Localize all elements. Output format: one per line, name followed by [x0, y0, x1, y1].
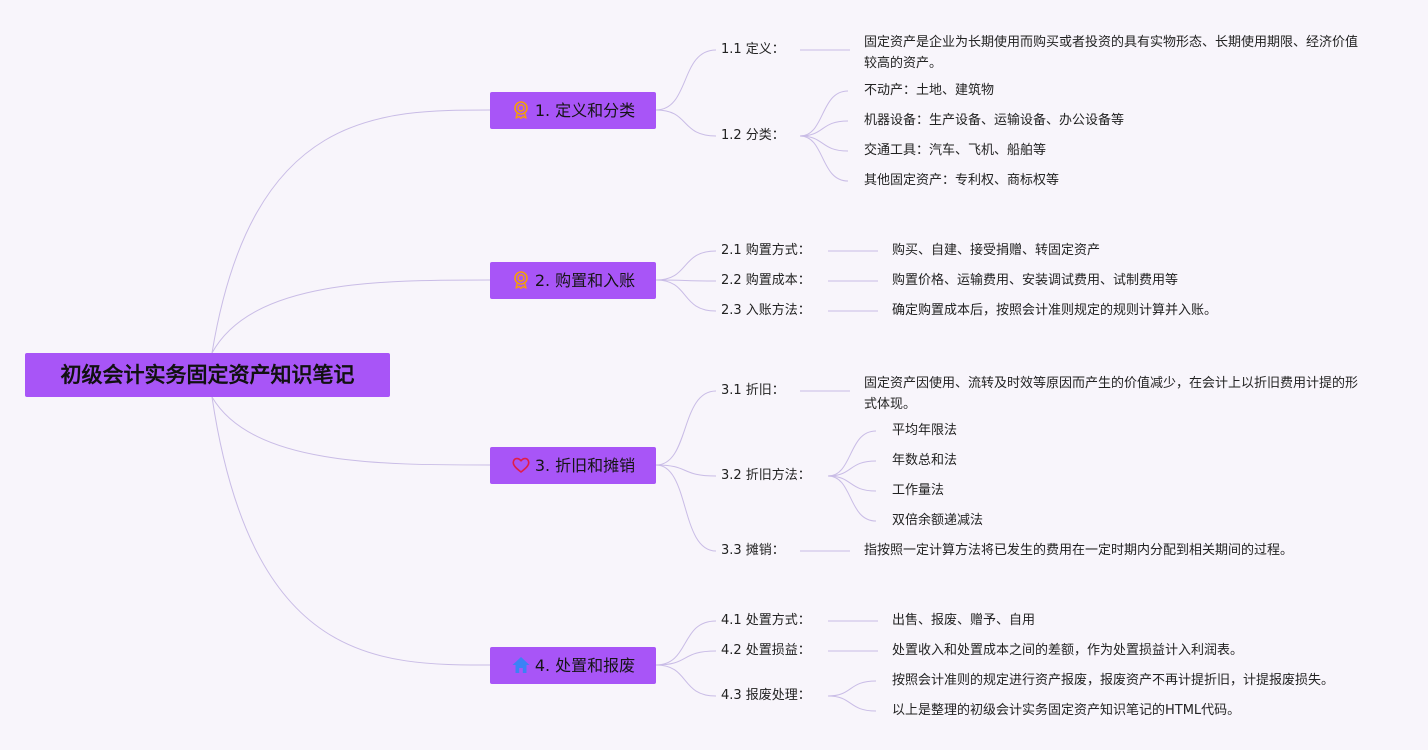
- leaf-note: 以上是整理的初级会计实务固定资产知识笔记的HTML代码。: [892, 703, 1241, 718]
- branch-to-subtopic-link: [655, 620, 717, 666]
- leaf-note: 机器设备：生产设备、运输设备、办公设备等: [864, 113, 1125, 128]
- subtopic-to-leaf-link: [827, 475, 877, 522]
- branch-to-subtopic-link: [655, 390, 717, 466]
- root-to-branch-link: [211, 396, 491, 466]
- subtopic-to-leaf-link: [827, 680, 877, 697]
- subtopic-to-leaf-link: [799, 135, 849, 182]
- leaf-note: 其他固定资产：专利权、商标权等: [864, 173, 1060, 188]
- leaf-note: 按照会计准则的规定进行资产报废，报废资产不再计提折旧，计提报废损失。: [892, 673, 1335, 688]
- leaf-note: 购买、自建、接受捐赠、转固定资产: [892, 243, 1101, 258]
- root-to-branch-link: [211, 396, 491, 666]
- root-to-branch-link: [211, 279, 491, 354]
- leaf-note: 不动产：土地、建筑物: [864, 83, 995, 98]
- subtopic-to-leaf-link: [827, 460, 877, 477]
- subtopic-to-leaf-link: [799, 135, 849, 152]
- subtopic-4-1[interactable]: 4.1 处置方式：: [721, 613, 811, 628]
- house-icon: [511, 655, 531, 675]
- leaf-note: 确定购置成本后，按照会计准则规定的规则计算并入账。: [892, 303, 1218, 318]
- subtopic-2-1[interactable]: 2.1 购置方式：: [721, 243, 811, 258]
- leaf-note: 交通工具：汽车、飞机、船舶等: [864, 143, 1047, 158]
- leaf-note: 购置价格、运输费用、安装调试费用、试制费用等: [892, 273, 1179, 288]
- subtopic-2-2[interactable]: 2.2 购置成本：: [721, 273, 811, 288]
- branch-to-subtopic-link: [655, 279, 717, 312]
- subtopic-4-3[interactable]: 4.3 报废处理：: [721, 688, 811, 703]
- branch-label: 1. 定义和分类: [534, 101, 636, 120]
- subtopic-to-leaf-link: [827, 475, 877, 492]
- branch-label: 3. 折旧和摊销: [534, 456, 636, 475]
- branch-label: 4. 处置和报废: [534, 656, 636, 675]
- leaf-note: 固定资产因使用、流转及时效等原因而产生的价值减少，在会计上以折旧费用计提的形式体…: [864, 376, 1359, 412]
- subtopic-1-1[interactable]: 1.1 定义：: [721, 42, 785, 57]
- subtopic-4-2[interactable]: 4.2 处置损益：: [721, 643, 811, 658]
- subtopic-to-leaf-link: [799, 90, 849, 137]
- branch-topic-1[interactable]: 1. 定义和分类: [490, 92, 656, 129]
- branch-to-subtopic-link: [655, 279, 717, 282]
- branch-topic-2[interactable]: 2. 购置和入账: [490, 262, 656, 299]
- subtopic-3-1[interactable]: 3.1 折旧：: [721, 383, 785, 398]
- root-to-branch-link: [211, 109, 491, 354]
- branch-topic-3[interactable]: 3. 折旧和摊销: [490, 447, 656, 484]
- branch-to-subtopic-link: [655, 464, 717, 552]
- branch-to-subtopic-link: [655, 109, 717, 137]
- ribbon-award-icon: [511, 270, 531, 290]
- leaf-note: 指按照一定计算方法将已发生的费用在一定时期内分配到相关期间的过程。: [864, 543, 1294, 558]
- leaf-note: 工作量法: [892, 483, 945, 498]
- leaf-note: 平均年限法: [892, 423, 958, 438]
- leaf-note: 处置收入和处置成本之间的差额，作为处置损益计入利润表。: [892, 643, 1244, 658]
- branch-label: 2. 购置和入账: [534, 271, 636, 290]
- leaf-note: 年数总和法: [892, 453, 958, 468]
- leaf-note: 出售、报废、赠予、自用: [892, 613, 1036, 628]
- subtopic-3-3[interactable]: 3.3 摊销：: [721, 543, 785, 558]
- root-topic[interactable]: 初级会计实务固定资产知识笔记: [25, 353, 390, 397]
- leaf-note: 固定资产是企业为长期使用而购买或者投资的具有实物形态、长期使用期限、经济价值较高…: [864, 35, 1359, 71]
- subtopic-to-leaf-link: [799, 120, 849, 137]
- leaf-note: 双倍余额递减法: [892, 513, 984, 528]
- ribbon-award-icon: [511, 100, 531, 120]
- subtopic-3-2[interactable]: 3.2 折旧方法：: [721, 468, 811, 483]
- branch-to-subtopic-link: [655, 650, 717, 666]
- branch-to-subtopic-link: [655, 49, 717, 111]
- branch-topic-4[interactable]: 4. 处置和报废: [490, 647, 656, 684]
- heart-icon: [511, 455, 531, 475]
- branch-to-subtopic-link: [655, 664, 717, 697]
- branch-to-subtopic-link: [655, 250, 717, 281]
- subtopic-to-leaf-link: [827, 430, 877, 477]
- branch-to-subtopic-link: [655, 464, 717, 477]
- subtopic-1-2[interactable]: 1.2 分类：: [721, 128, 785, 143]
- subtopic-to-leaf-link: [827, 695, 877, 712]
- subtopic-2-3[interactable]: 2.3 入账方法：: [721, 303, 811, 318]
